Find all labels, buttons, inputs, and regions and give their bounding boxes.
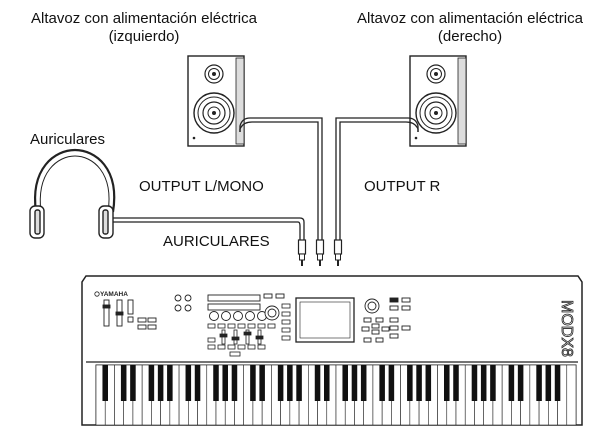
black-key bbox=[194, 365, 201, 401]
black-key bbox=[407, 365, 413, 401]
black-key bbox=[148, 365, 155, 401]
black-key bbox=[490, 365, 496, 401]
black-key bbox=[287, 365, 293, 401]
cables bbox=[104, 117, 419, 240]
speaker-right-label-line1: Altavoz con alimentación eléctrica bbox=[357, 10, 583, 27]
black-key bbox=[102, 365, 108, 401]
black-key bbox=[554, 365, 561, 401]
plug-phones bbox=[297, 239, 307, 267]
black-key bbox=[425, 365, 432, 401]
black-key bbox=[545, 365, 552, 401]
model-logo: MODX8 bbox=[558, 300, 575, 357]
black-key bbox=[157, 365, 164, 401]
speaker-right bbox=[409, 55, 467, 147]
speaker-left bbox=[187, 55, 245, 147]
black-key bbox=[351, 365, 358, 401]
black-key bbox=[444, 365, 450, 401]
black-key bbox=[231, 365, 238, 401]
black-key bbox=[296, 365, 302, 401]
black-key bbox=[185, 365, 192, 401]
brand-logo-text: YAMAHA bbox=[100, 291, 128, 298]
black-key bbox=[120, 365, 127, 401]
black-key bbox=[379, 365, 385, 401]
black-key bbox=[388, 365, 395, 401]
black-key bbox=[314, 365, 321, 401]
speaker-right-label-line2: (derecho) bbox=[437, 28, 503, 45]
black-key bbox=[259, 365, 265, 401]
speaker-left-label: Altavoz con alimentación eléctrica (izqu… bbox=[2, 10, 286, 46]
black-key bbox=[324, 365, 330, 401]
black-keys bbox=[102, 365, 561, 401]
speaker-right-label: Altavoz con alimentación eléctrica (dere… bbox=[328, 10, 612, 46]
black-key bbox=[250, 365, 256, 401]
headphones bbox=[29, 148, 116, 239]
black-key bbox=[480, 365, 487, 401]
black-key bbox=[508, 365, 515, 401]
black-key bbox=[222, 365, 228, 401]
headphones-label: Auriculares bbox=[30, 131, 106, 148]
plug-r bbox=[333, 239, 343, 267]
phones-jack-label: AURICULARES bbox=[163, 233, 270, 250]
black-key bbox=[471, 365, 478, 401]
black-key bbox=[167, 365, 173, 401]
speaker-left-label-line2: (izquierdo) bbox=[108, 28, 180, 45]
output-right-label: OUTPUT R bbox=[364, 178, 441, 195]
plug-l-mono bbox=[315, 239, 325, 267]
black-key bbox=[213, 365, 219, 401]
black-key bbox=[130, 365, 136, 401]
keyboard-instrument: YAMAHA MODX8 bbox=[81, 275, 583, 426]
black-key bbox=[277, 365, 284, 401]
black-key bbox=[342, 365, 348, 401]
black-key bbox=[536, 365, 542, 401]
speaker-left-label-line1: Altavoz con alimentación eléctrica bbox=[31, 10, 257, 27]
black-key bbox=[453, 365, 459, 401]
black-key bbox=[360, 365, 367, 401]
black-key bbox=[517, 365, 524, 401]
output-left-label: OUTPUT L/MONO bbox=[139, 178, 264, 195]
white-key bbox=[566, 364, 577, 426]
black-key bbox=[416, 365, 422, 401]
